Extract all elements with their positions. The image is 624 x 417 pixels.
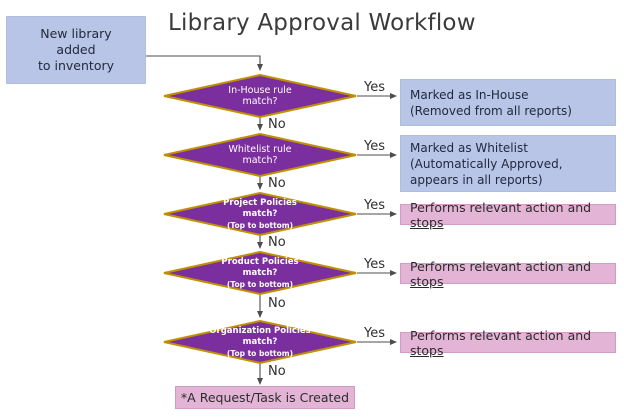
- outcome-box-organization-action: Performs relevant action and stops: [400, 328, 616, 358]
- start-box-line3: to inventory: [37, 58, 114, 73]
- yes-label-3: Yes: [364, 198, 385, 213]
- outcome-line1: Marked as In-House: [410, 87, 529, 102]
- yes-label-1: Yes: [364, 80, 385, 95]
- final-box-label: *A Request/Task is Created: [180, 390, 350, 405]
- outcome-line2: (Automatically Approved,: [410, 156, 563, 171]
- outcome-line2: (Removed from all reports): [410, 103, 572, 118]
- start-box-line2: added: [56, 42, 96, 57]
- decision-in-house-rule[interactable]: In-House rule match?: [163, 74, 357, 118]
- no-label-2: No: [268, 176, 286, 191]
- outcome-text-emphasis: stops: [410, 214, 444, 230]
- yes-label-2: Yes: [364, 139, 385, 154]
- decision-whitelist-rule[interactable]: Whitelist rule match?: [163, 133, 357, 177]
- page-title: Library Approval Workflow: [168, 10, 476, 36]
- no-label-5: No: [268, 364, 286, 379]
- outcome-text-emphasis: stops: [410, 273, 444, 289]
- start-box-line1: New library: [40, 26, 112, 41]
- diamond-shape: [163, 320, 357, 364]
- no-label-1: No: [268, 117, 286, 132]
- outcome-line1: Marked as Whitelist: [410, 140, 528, 155]
- outcome-text: Performs relevant action and: [410, 258, 592, 274]
- outcome-text: Performs relevant action and: [410, 199, 592, 215]
- outcome-box-product-action: Performs relevant action and stops: [400, 259, 616, 289]
- yes-label-4: Yes: [364, 257, 385, 272]
- diamond-shape: [163, 251, 357, 295]
- outcome-box-in-house: Marked as In-House (Removed from all rep…: [400, 79, 616, 126]
- diamond-shape: [163, 192, 357, 236]
- outcome-text-emphasis: stops: [410, 342, 444, 358]
- no-label-3: No: [268, 235, 286, 250]
- diamond-shape: [163, 74, 357, 118]
- no-label-4: No: [268, 296, 286, 311]
- decision-project-policies[interactable]: Project Policies match? (Top to bottom): [163, 192, 357, 236]
- outcome-box-whitelist: Marked as Whitelist (Automatically Appro…: [400, 135, 616, 192]
- decision-organization-policies[interactable]: Organization Policies match? (Top to bot…: [163, 320, 357, 364]
- outcome-box-project-action: Performs relevant action and stops: [400, 200, 616, 230]
- final-box-request-task-created: *A Request/Task is Created: [175, 386, 355, 409]
- diamond-shape: [163, 133, 357, 177]
- outcome-line3: appears in all reports): [410, 172, 543, 187]
- yes-label-5: Yes: [364, 326, 385, 341]
- outcome-text: Performs relevant action and: [410, 327, 592, 343]
- start-box: New library added to inventory: [6, 16, 146, 84]
- decision-product-policies[interactable]: Product Policies match? (Top to bottom): [163, 251, 357, 295]
